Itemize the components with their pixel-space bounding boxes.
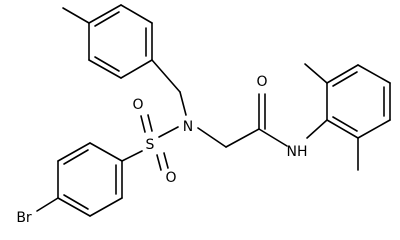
atom-label-o-carbonyl: O (256, 74, 267, 90)
bond (120, 4, 153, 24)
bond (179, 91, 187, 116)
atom-labels: N S O O O NH Br (16, 74, 307, 226)
bond (147, 114, 153, 132)
bond (57, 197, 91, 217)
bond (225, 128, 260, 148)
bond (357, 119, 391, 139)
bond (357, 64, 391, 84)
bond (258, 128, 288, 147)
atom-label-n-sulfonamide: N (183, 119, 193, 135)
bond (163, 152, 169, 169)
bond (88, 4, 122, 24)
bond (332, 116, 358, 132)
bond (326, 64, 359, 84)
bonds (36, 4, 391, 217)
bond (158, 126, 179, 138)
bond (88, 59, 122, 79)
chemical-structure-diagram: N S O O O NH Br (0, 0, 400, 232)
atom-label-o-sulfonyl-bottom: O (165, 170, 176, 186)
bond (197, 127, 227, 148)
bond (304, 63, 328, 84)
bond (63, 194, 89, 210)
background (0, 0, 400, 232)
bond (121, 150, 143, 162)
bond (151, 59, 181, 93)
bond (140, 115, 146, 133)
bond (63, 149, 89, 165)
atom-label-nh-amide: NH (287, 144, 308, 160)
atom-label-br: Br (16, 210, 32, 226)
bond (89, 142, 123, 162)
bond (120, 59, 153, 79)
bond (57, 142, 91, 162)
bond (332, 71, 358, 87)
atom-label-s: S (146, 137, 155, 153)
bond (326, 119, 359, 139)
atom-label-o-sulfonyl-top: O (132, 97, 143, 113)
bond (156, 154, 162, 171)
bond (94, 56, 120, 72)
bond (306, 119, 328, 139)
bond (94, 11, 120, 27)
bond (89, 197, 123, 217)
bond (36, 197, 59, 212)
bond (62, 7, 90, 24)
